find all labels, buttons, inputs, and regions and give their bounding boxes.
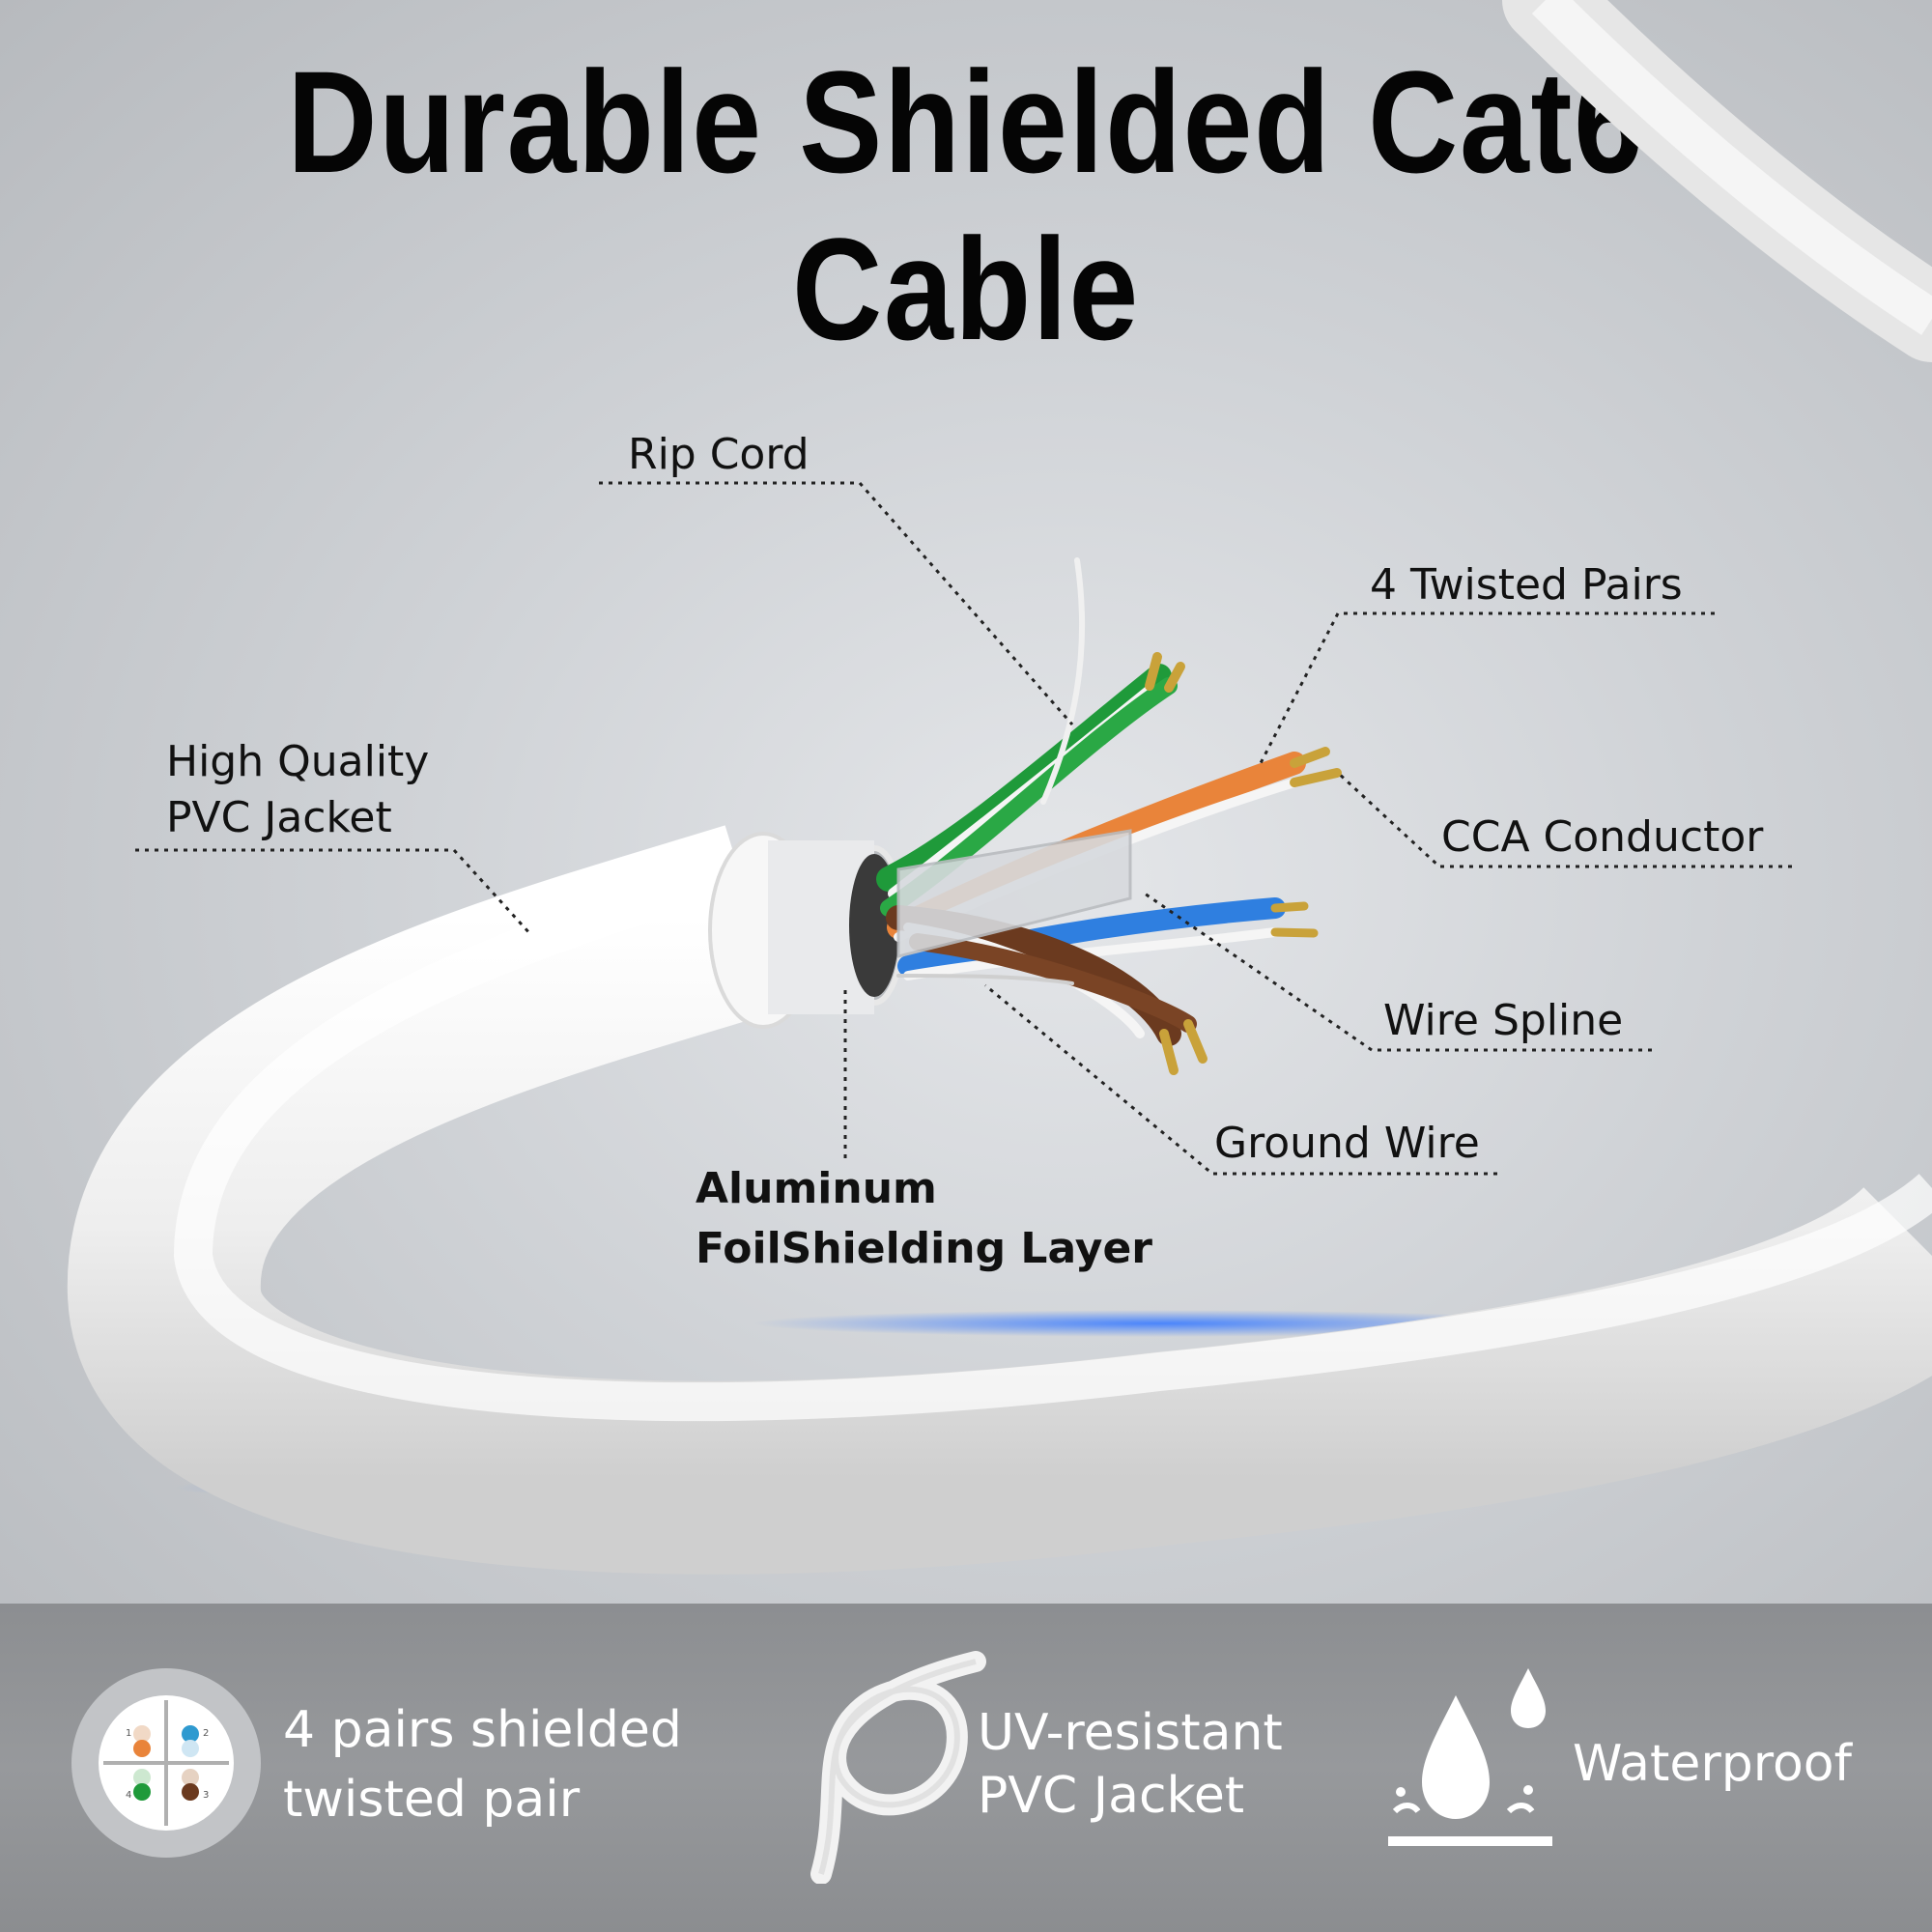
label-wire-spline: Wire Spline (1383, 996, 1624, 1045)
label-pvc-jacket-line2: PVC Jacket (166, 793, 392, 842)
cable-jacket-loop (67, 825, 1932, 1575)
pinout-number: 3 (203, 1790, 209, 1801)
pinout-number: 2 (203, 1728, 209, 1739)
pinout-number: 4 (126, 1790, 131, 1801)
feature-3-line1: Waterproof (1573, 1735, 1852, 1793)
pinout-number: 1 (126, 1728, 131, 1739)
label-foil-line2: FoilShielding Layer (696, 1224, 1152, 1273)
twisted-pair-diagram-icon: 1 2 3 4 (71, 1668, 261, 1858)
product-illustration: Durable Shielded Cat6 Cable (0, 0, 1932, 1604)
label-foil-line1: Aluminum (696, 1164, 937, 1213)
label-pvc-jacket-line1: High Quality (166, 737, 430, 786)
cable-loop-icon (810, 1651, 986, 1884)
label-ground-wire: Ground Wire (1214, 1119, 1480, 1168)
cable-illustration (67, 0, 1932, 1575)
label-cca-conductor: CCA Conductor (1441, 812, 1764, 862)
label-rip-cord: Rip Cord (628, 430, 810, 479)
label-twisted-pairs: 4 Twisted Pairs (1370, 560, 1683, 610)
feature-2-line1: UV-resistant (978, 1704, 1283, 1762)
page-title: Durable Shielded Cat6 Cable (287, 41, 1645, 370)
twisted-pairs (876, 557, 1342, 1075)
leader-lines (135, 481, 1792, 1176)
feature-1-line2: twisted pair (283, 1771, 581, 1829)
feature-1-line1: 4 pairs shielded (283, 1701, 682, 1759)
features-bar: 1 2 3 4 4 pairs shielded twisted pair UV… (0, 1604, 1932, 1932)
water-drops-icon (1388, 1668, 1552, 1846)
feature-2-line2: PVC Jacket (978, 1767, 1245, 1825)
